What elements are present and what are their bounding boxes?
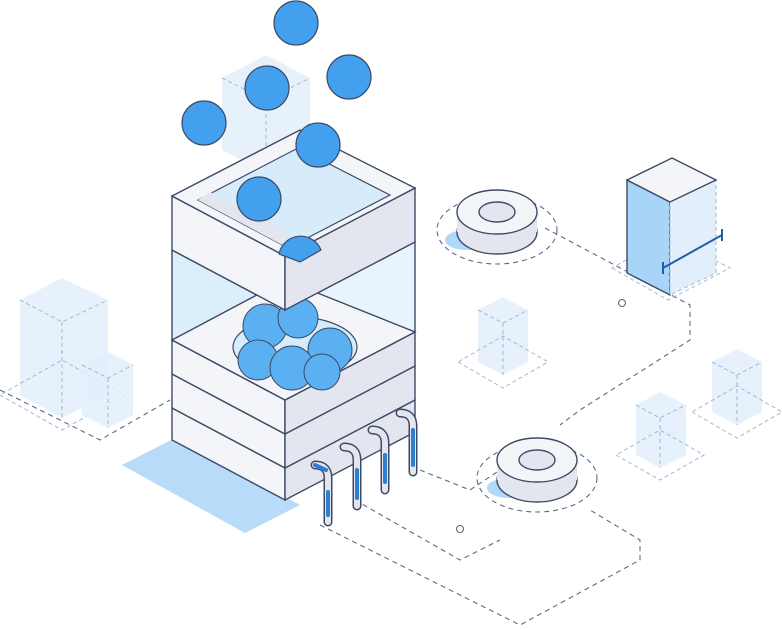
data-ball-icon — [244, 65, 290, 111]
ghost-cube-icon — [614, 392, 706, 481]
drain-pipe-icon — [367, 425, 390, 495]
drain-pipe-icon — [339, 442, 362, 511]
connector-path-pipe-lower — [354, 499, 501, 561]
ghost-cube-icon — [691, 349, 782, 439]
data-ball-icon — [181, 100, 227, 146]
drain-pipe-icon — [310, 460, 333, 527]
data-ball-cluster — [237, 297, 353, 391]
connector-path-left — [0, 389, 171, 441]
server-rack-icon — [610, 157, 732, 301]
ghost-cube-icon — [81, 352, 134, 428]
connector-path-bottom — [319, 509, 641, 626]
falling-data-balls — [181, 0, 372, 263]
connector-node — [617, 298, 627, 308]
data-ball-icon — [273, 0, 319, 46]
connector-node — [455, 524, 465, 534]
gear-icon — [476, 437, 598, 513]
data-ball-icon — [278, 235, 322, 263]
data-ball-icon — [326, 54, 372, 100]
drain-pipes — [310, 408, 418, 527]
tank-shadow — [122, 438, 300, 533]
drain-pipe-icon — [395, 408, 418, 477]
processing-tank-icon — [170, 129, 417, 502]
ghost-cube-icon — [457, 297, 549, 389]
data-ball-icon — [236, 176, 282, 222]
data-ball-icon — [295, 122, 341, 168]
gear-icon — [436, 189, 558, 265]
